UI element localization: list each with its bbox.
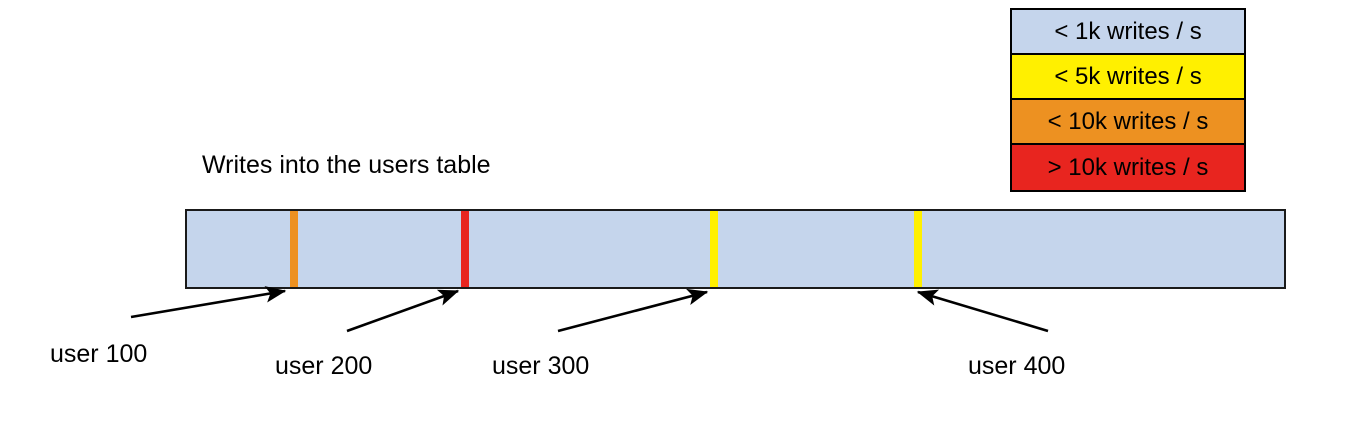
arrow-user-100 — [130, 286, 287, 319]
user-400-stripe — [914, 211, 922, 287]
user-100-stripe — [290, 211, 298, 287]
legend-label-under-1k: < 1k writes / s — [1054, 17, 1202, 45]
user-200-stripe — [461, 211, 469, 287]
legend-row-over-10k: > 10k writes / s — [1012, 145, 1244, 190]
user-300-stripe — [710, 211, 718, 287]
label-user-200: user 200 — [275, 352, 373, 380]
legend-label-over-10k: > 10k writes / s — [1047, 153, 1209, 181]
legend-label-under-5k: < 5k writes / s — [1054, 62, 1202, 90]
legend-row-under-1k: < 1k writes / s — [1012, 10, 1244, 55]
label-user-300: user 300 — [492, 352, 590, 380]
chart-title: Writes into the users table — [202, 151, 491, 179]
label-user-100: user 100 — [50, 340, 148, 368]
label-user-400: user 400 — [968, 352, 1066, 380]
legend-row-under-10k: < 10k writes / s — [1012, 100, 1244, 145]
legend-row-under-5k: < 5k writes / s — [1012, 55, 1244, 100]
arrow-user-200 — [346, 289, 460, 333]
legend: < 1k writes / s < 5k writes / s < 10k wr… — [1010, 8, 1246, 192]
users-table-range-bar — [185, 209, 1286, 289]
arrow-user-300 — [557, 288, 709, 333]
arrow-user-400 — [916, 289, 1049, 333]
legend-label-under-10k: < 10k writes / s — [1047, 107, 1209, 135]
